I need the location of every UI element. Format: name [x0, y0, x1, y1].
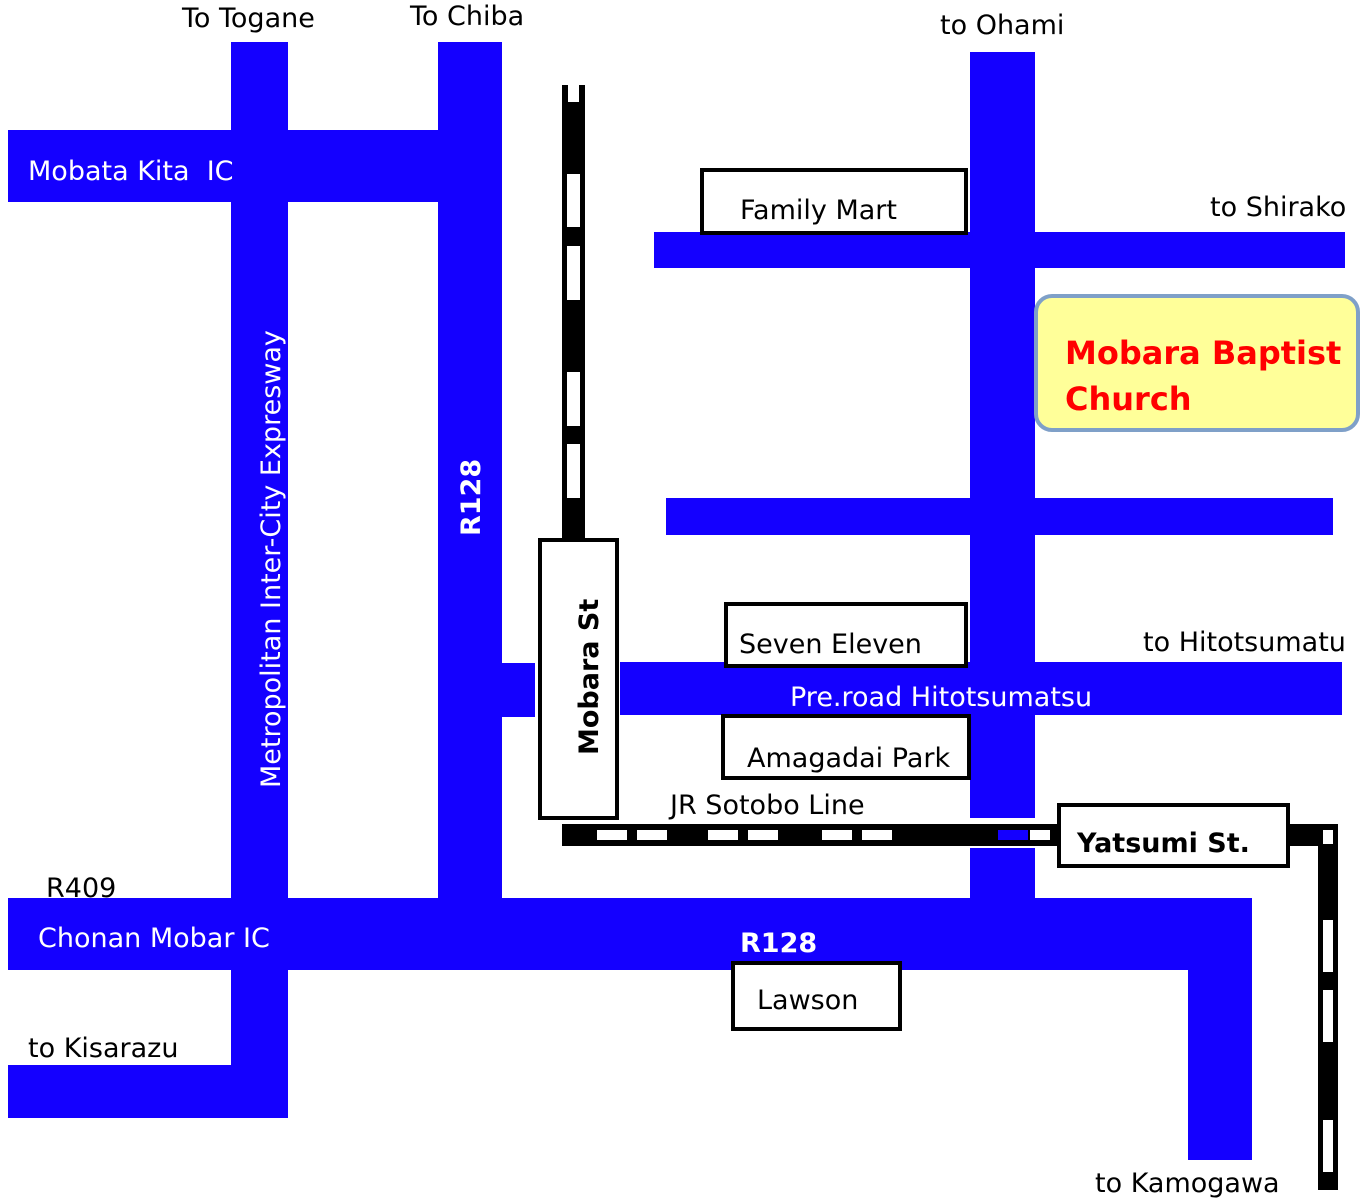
expressway-label: Metropolitan Inter-City Expresway: [256, 330, 287, 788]
mobara-station-box: [538, 538, 619, 820]
family-mart-box: [700, 168, 968, 235]
road-to-kisarazu: [8, 1065, 288, 1118]
direction-hitotsumatu: to Hitotsumatu: [1143, 627, 1346, 658]
railway-jr-sotobo: [562, 85, 1338, 1190]
amagadai-park-box: [721, 714, 971, 780]
roads: [8, 42, 1345, 1160]
road-r128-vertical: [438, 42, 502, 902]
road-middle: [666, 498, 1333, 535]
amagadai-park-label: Amagadai Park: [747, 743, 950, 774]
yatsumi-station-label: Yatsumi St.: [1076, 828, 1250, 859]
direction-chiba: To Chiba: [409, 1, 524, 32]
seven-eleven-label: Seven Eleven: [739, 629, 922, 660]
yatsumi-station-box: [1057, 803, 1290, 868]
road-r128-horizontal: [8, 898, 1252, 970]
r128-horizontal-label: R128: [740, 928, 817, 959]
road-mobata-kita: [8, 130, 440, 202]
church-box: [1034, 294, 1360, 432]
mobata-kita-ic-label: Mobata Kita IC: [28, 156, 234, 187]
road-hitotsumatsu: [620, 662, 1342, 715]
church-name-line1: Mobara Baptist: [1065, 334, 1341, 372]
seven-eleven-box: [724, 602, 968, 668]
direction-shirako: to Shirako: [1210, 192, 1346, 223]
direction-kamogawa: to Kamogawa: [1095, 1168, 1280, 1199]
r409-label: R409: [46, 873, 116, 904]
road-to-kamogawa: [1188, 898, 1252, 1160]
direction-togane: To Togane: [181, 3, 315, 34]
r128-vertical-label: R128: [456, 459, 487, 536]
lawson-label: Lawson: [757, 985, 858, 1016]
direction-ohami: to Ohami: [940, 10, 1064, 41]
jr-sotobo-line-label: JR Sotobo Line: [668, 790, 865, 821]
chonan-ic-label: Chonan Mobar IC: [38, 923, 270, 954]
church-name-line2: Church: [1065, 380, 1192, 418]
road-ohami-lower: [970, 848, 1035, 900]
family-mart-label: Family Mart: [740, 195, 897, 226]
mobara-station-label: Mobara St: [574, 599, 605, 755]
road-to-shirako: [654, 232, 1345, 268]
hitotsumatsu-road-label: Pre.road Hitotsumatsu: [790, 682, 1092, 713]
lawson-box: [731, 961, 902, 1031]
direction-kisarazu: to Kisarazu: [28, 1033, 178, 1064]
road-stub: [500, 663, 535, 717]
